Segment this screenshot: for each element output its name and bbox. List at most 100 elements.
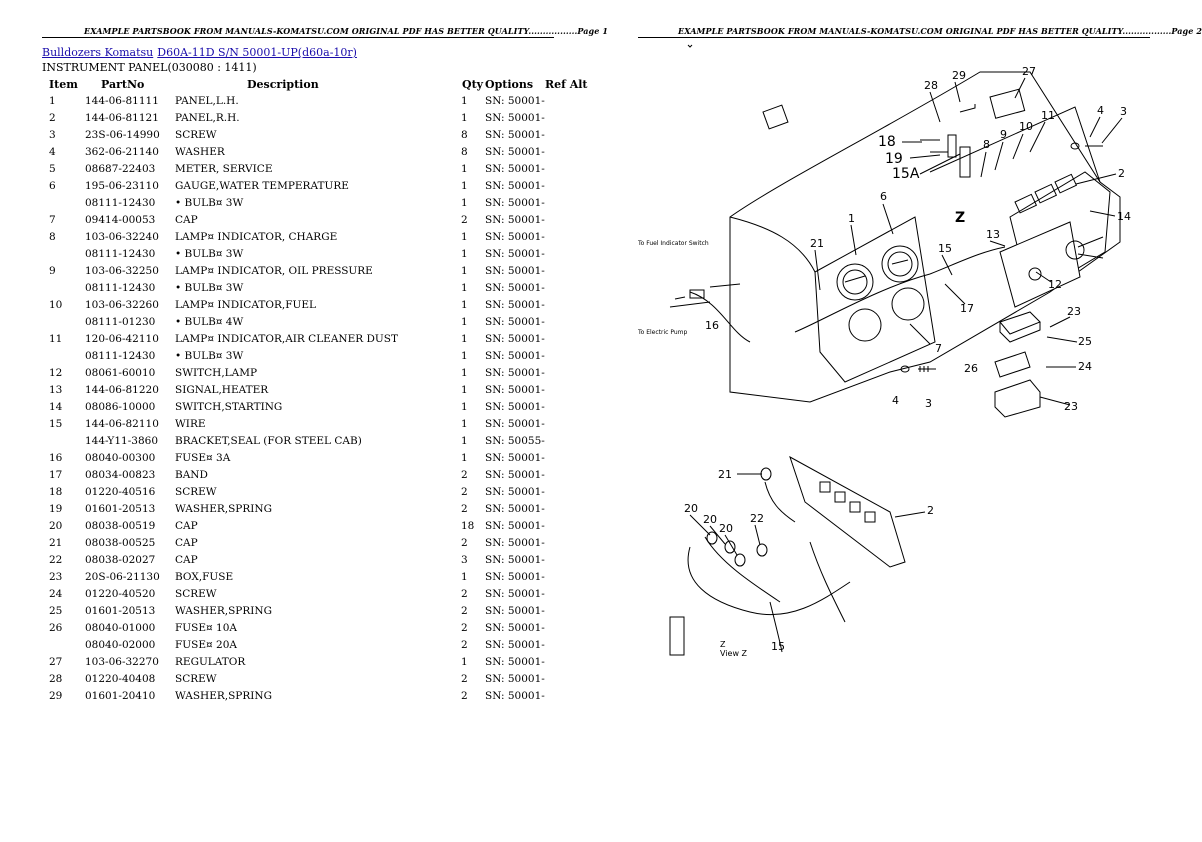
cell-ref-alt (545, 211, 595, 228)
cell-ref-alt (545, 109, 595, 126)
cell-item: 18 (49, 485, 63, 498)
breadcrumb-link-model[interactable]: D60A-11D S/N 50001-UP(d60a-10r) (157, 46, 357, 59)
wiring-harness (669, 246, 1006, 343)
callout-15a: 15A (892, 166, 920, 182)
view-label-z: Z (720, 640, 726, 649)
cell-item: 27 (49, 655, 63, 668)
cell-qty: 1 (461, 655, 468, 668)
cell-qty: 1 (461, 349, 468, 362)
cell-description: SWITCH,STARTING (175, 400, 283, 413)
cell-item: 7 (49, 213, 56, 226)
callout-23: 23 (1067, 305, 1081, 318)
cell-qty: 3 (461, 553, 468, 566)
cell-options: SN: 50001- (485, 111, 545, 124)
view-z-diagram (669, 455, 906, 656)
cell-description: CAP (175, 553, 198, 566)
cell-qty: 1 (461, 111, 468, 124)
callout-2b: 2 (927, 504, 934, 517)
cell-description: BOX,FUSE (175, 570, 234, 583)
cell-options: SN: 50001- (485, 145, 545, 158)
cell-options: SN: 50001- (485, 230, 545, 243)
cell-item: 9 (49, 264, 56, 277)
callout-7: 7 (935, 342, 942, 355)
cell-ref-alt (545, 687, 595, 704)
cell-partno: 08687-22403 (85, 162, 156, 175)
parts-table-header: Item PartNo Description Qty Options Ref … (42, 77, 595, 92)
cell-ref-alt (545, 602, 595, 619)
cell-partno: 23S-06-14990 (85, 128, 160, 141)
cell-qty: 2 (461, 672, 468, 685)
cell-item: 21 (49, 536, 63, 549)
cell-item: 15 (49, 417, 63, 430)
cell-item (42, 245, 85, 262)
cell-qty: 1 (461, 383, 468, 396)
cell-ref-alt (545, 330, 595, 347)
cell-item: 23 (49, 570, 63, 583)
cell-qty: 1 (461, 179, 468, 192)
cell-options: SN: 50001- (485, 366, 545, 379)
cell-ref-alt (545, 177, 595, 194)
cell-partno: 09414-00053 (85, 213, 156, 226)
callout-19: 19 (885, 151, 903, 167)
cell-options: SN: 50001- (485, 553, 545, 566)
cell-options: SN: 50001- (485, 536, 545, 549)
callout-17: 17 (960, 302, 974, 315)
cell-options: SN: 50001- (485, 451, 545, 464)
cell-item: 17 (49, 468, 63, 481)
breadcrumb-link-bulldozers[interactable]: Bulldozers Komatsu (42, 46, 154, 59)
cell-description: SIGNAL,HEATER (175, 383, 269, 396)
cell-partno: 144-Y11-3860 (85, 434, 158, 447)
cell-options: SN: 50001- (485, 417, 545, 430)
cell-qty: 1 (461, 94, 468, 107)
cell-options: SN: 50001- (485, 128, 545, 141)
cell-qty: 1 (461, 162, 468, 175)
fuse-box (994, 311, 1041, 418)
cell-description: LAMP¤ INDICATOR,FUEL (175, 298, 316, 311)
callout-18: 18 (878, 134, 896, 150)
col-qty: Qty (462, 78, 484, 91)
cell-description: SCREW (175, 485, 217, 498)
leader-lines-lower (689, 473, 926, 556)
callout-13: 13 (986, 228, 1000, 241)
cell-qty: 2 (461, 604, 468, 617)
cell-options: SN: 50001- (485, 179, 545, 192)
cell-ref-alt (545, 143, 595, 160)
cell-item: 8 (49, 230, 56, 243)
cell-partno: 103-06-32260 (85, 298, 159, 311)
parts-table: Item PartNo Description Qty Options Ref … (42, 77, 595, 704)
cell-partno: 08038-02027 (85, 553, 156, 566)
cell-options: SN: 50001- (485, 298, 545, 311)
cell-ref-alt (545, 415, 595, 432)
cell-description: BRACKET,SEAL (FOR STEEL CAB) (175, 434, 362, 447)
col-ref-alt: Ref Alt (545, 78, 588, 91)
callout-2: 2 (1118, 167, 1125, 180)
cell-qty: 1 (461, 298, 468, 311)
callout-15: 15 (938, 242, 952, 255)
cell-partno: 144-06-81220 (85, 383, 159, 396)
cell-ref-alt (545, 126, 595, 143)
cell-partno: 01601-20513 (85, 502, 156, 515)
cell-options: SN: 50001- (485, 332, 545, 345)
cell-item: 13 (49, 383, 63, 396)
cell-partno: 08086-10000 (85, 400, 156, 413)
cell-item (42, 313, 85, 330)
cell-partno: 144-06-81121 (85, 111, 159, 124)
header-rule-right (638, 37, 1150, 38)
col-description: Description (247, 78, 319, 91)
callout-labels-lower: 21 20 20 20 22 2 15 Z View Z (684, 468, 934, 658)
exploded-parts-diagram: 29 28 27 4 3 18 19 15A 11 10 9 8 2 Z 14 … (637, 44, 1131, 658)
cell-ref-alt (545, 636, 595, 653)
cell-ref-alt (545, 296, 595, 313)
cell-description: WASHER,SPRING (175, 502, 272, 515)
cell-item: 14 (49, 400, 63, 413)
